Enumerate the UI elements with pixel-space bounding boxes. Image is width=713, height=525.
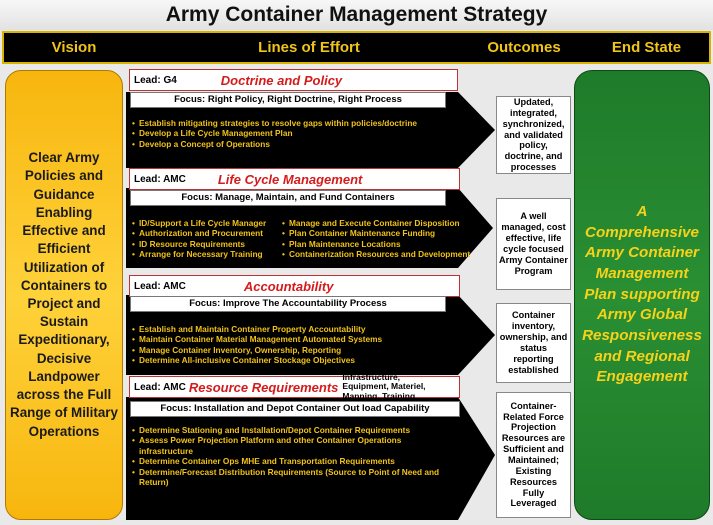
line-title-resources: Resource Requirements xyxy=(188,379,339,395)
lead-label: Lead: AMC xyxy=(134,381,186,393)
list-item: Establish mitigating strategies to resol… xyxy=(132,118,462,129)
line-title-accountability: Accountability xyxy=(243,278,334,294)
outcome-doctrine: Updated, integrated, synchronized, and v… xyxy=(496,96,571,174)
list-item: Assess Power Projection Platform and oth… xyxy=(132,435,454,456)
list-item: Determine Stationing and Installation/De… xyxy=(132,425,454,436)
list-item: Manage Container Inventory, Ownership, R… xyxy=(132,345,462,356)
list-item: Develop a Concept of Operations xyxy=(132,139,462,150)
bullets-resources: Determine Stationing and Installation/De… xyxy=(132,425,454,487)
lead-box-accountability: Lead: AMC Accountability xyxy=(129,275,460,297)
list-item: Authorization and Procurement xyxy=(132,228,282,239)
bullets-lifecycle-right: Manage and Execute Container Disposition… xyxy=(282,218,492,260)
list-item: Arrange for Necessary Training xyxy=(132,249,282,260)
focus-lifecycle: Focus: Manage, Maintain, and Fund Contai… xyxy=(130,190,446,206)
page-title: Army Container Management Strategy xyxy=(0,0,713,30)
list-item: ID/Support a Life Cycle Manager xyxy=(132,218,282,229)
resource-categories: Infrastructure, Equipment, Materiel, Man… xyxy=(342,371,426,401)
header-end-state: End State xyxy=(611,39,682,56)
lead-label: Lead: G4 xyxy=(134,74,177,86)
bullets-accountability: Establish and Maintain Container Propert… xyxy=(132,324,462,366)
lead-box-lifecycle: Lead: AMC Life Cycle Management xyxy=(129,168,460,190)
list-item: Determine/Forecast Distribution Requirem… xyxy=(132,467,454,488)
vision-box: Clear Army Policies and Guidance Enablin… xyxy=(5,70,123,520)
list-item: Maintain Container Material Management A… xyxy=(132,334,462,345)
column-header-bar: Vision Lines of Effort Outcomes End Stat… xyxy=(2,31,711,64)
header-vision: Vision xyxy=(51,39,97,56)
list-item: Determine All-inclusive Container Stocka… xyxy=(132,355,462,366)
bullets-lifecycle-left: ID/Support a Life Cycle Manager Authoriz… xyxy=(132,218,282,260)
lead-box-doctrine: Lead: G4 Doctrine and Policy xyxy=(129,69,458,91)
line-title-doctrine: Doctrine and Policy xyxy=(220,72,343,88)
list-item: Determine Container Ops MHE and Transpor… xyxy=(132,456,454,467)
outcome-resources: Container-Related Force Projection Resou… xyxy=(496,392,571,518)
list-item: ID Resource Requirements xyxy=(132,239,282,250)
list-item: Establish and Maintain Container Propert… xyxy=(132,324,462,335)
focus-resources: Focus: Installation and Depot Container … xyxy=(130,401,460,417)
lead-box-resources: Lead: AMC Resource Requirements Infrastr… xyxy=(129,371,460,401)
list-item: Manage and Execute Container Disposition xyxy=(282,218,492,229)
lead-label: Lead: AMC xyxy=(134,173,186,185)
outcome-lifecycle: A well managed, cost effective, life cyc… xyxy=(496,198,571,290)
bullets-doctrine: Establish mitigating strategies to resol… xyxy=(132,118,462,150)
focus-doctrine: Focus: Right Policy, Right Doctrine, Rig… xyxy=(130,92,446,108)
list-item: Develop a Life Cycle Management Plan xyxy=(132,128,462,139)
header-lines-of-effort: Lines of Effort xyxy=(258,39,360,56)
vision-text: Clear Army Policies and Guidance Enablin… xyxy=(10,150,118,439)
end-state-text: A Comprehensive Army Container Managemen… xyxy=(582,202,702,386)
list-item: Plan Container Maintenance Funding xyxy=(282,228,492,239)
end-state-box: A Comprehensive Army Container Managemen… xyxy=(574,70,710,520)
line-title-lifecycle: Life Cycle Management xyxy=(217,171,363,187)
list-item: Plan Maintenance Locations xyxy=(282,239,492,250)
focus-accountability: Focus: Improve The Accountability Proces… xyxy=(130,296,446,312)
lead-label: Lead: AMC xyxy=(134,280,186,292)
list-item: Containerization Resources and Developme… xyxy=(282,249,492,260)
header-outcomes: Outcomes xyxy=(487,39,561,56)
outcome-accountability: Container inventory, ownership, and stat… xyxy=(496,303,571,383)
